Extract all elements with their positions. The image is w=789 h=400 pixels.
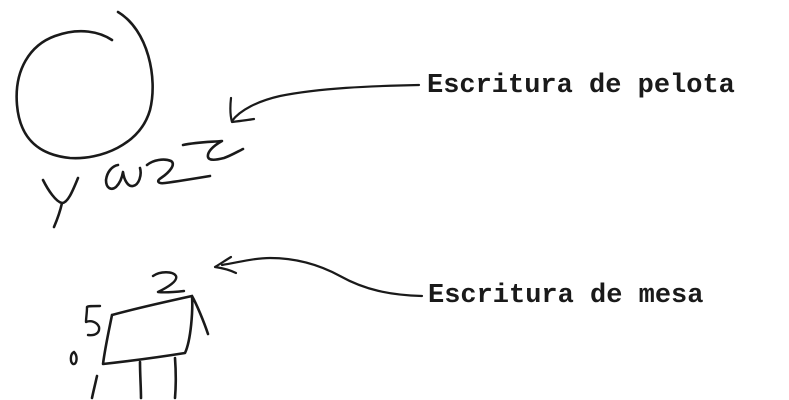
arrow-head-ball bbox=[229, 96, 256, 124]
ball-drawing bbox=[15, 10, 154, 160]
arrow-to-table-writing bbox=[220, 256, 424, 298]
label-escritura-de-mesa: Escritura de mesa bbox=[428, 281, 704, 311]
ball-writing-scribble bbox=[41, 139, 245, 229]
table-writing-scribble bbox=[69, 271, 186, 366]
table-drawing bbox=[90, 294, 210, 400]
arrow-head-table bbox=[213, 255, 238, 275]
label-escritura-de-pelota: Escritura de pelota bbox=[427, 71, 735, 101]
arrow-to-ball-writing bbox=[230, 83, 421, 123]
